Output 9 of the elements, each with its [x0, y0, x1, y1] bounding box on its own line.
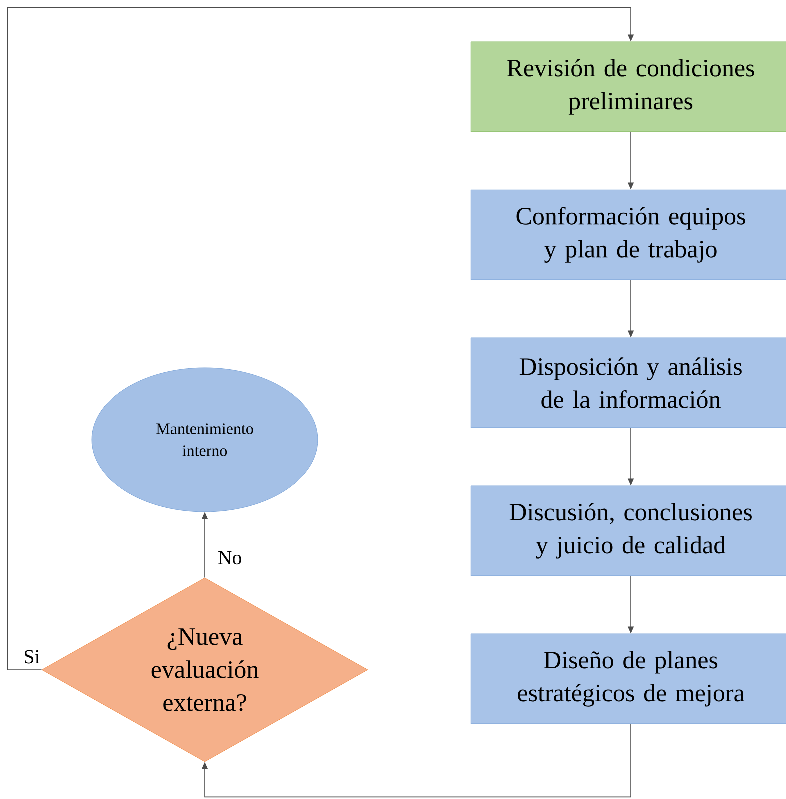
process-box: Discusión, conclusiones y juicio de calidad	[470, 486, 786, 576]
edge-label: Si	[22, 649, 42, 665]
edge-label: No	[216, 550, 244, 566]
process-box: Revisión de condiciones preliminares	[470, 42, 786, 132]
process-box: Diseño de planes estratégicos de mejora	[470, 634, 786, 724]
arrow	[202, 724, 632, 798]
process-box: Disposición y análisis de la información	[470, 338, 786, 428]
arrow	[7, 7, 634, 670]
process-box: Conformación equipos y plan de trabajo	[470, 190, 786, 280]
